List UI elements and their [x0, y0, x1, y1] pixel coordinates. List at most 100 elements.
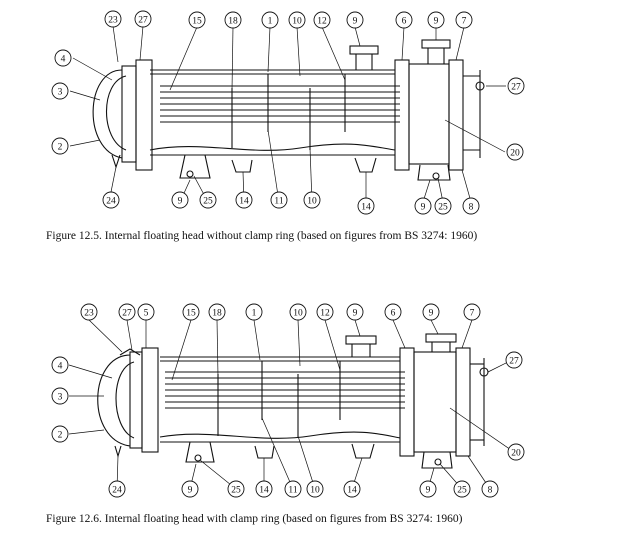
fig-12-6-callout-label-8: 8	[488, 485, 493, 495]
fig-12-5-callout-label-27: 27	[511, 82, 521, 92]
fig-12-5-callout-label-10: 10	[292, 16, 302, 26]
fig-12-6-callout-label-3: 3	[58, 392, 63, 402]
fig-12-5-callout-label-7: 7	[462, 16, 467, 26]
fig-12-6-callout-circle-7	[463, 303, 481, 321]
fig-12-6-callout-circle-8	[481, 480, 499, 498]
fig-12-6-callout-label-12: 12	[320, 308, 330, 318]
fig-12-6-callout-circle-9	[346, 303, 364, 321]
fig-12-6-callout-label-9: 9	[188, 485, 193, 495]
fig-12-6-callout-label-27: 27	[509, 356, 519, 366]
fig-12-5-callout-circle-23	[104, 10, 122, 28]
fig-12-5-callout-circle-25	[434, 197, 452, 215]
fig-12-5-callout-circle-9	[346, 11, 364, 29]
fig-12-5-callout-circle-11	[270, 191, 288, 209]
fig-12-6-callout-circle-15	[182, 303, 200, 321]
fig-12-5-callout-label-1: 1	[268, 16, 273, 26]
fig-12-5-callout-label-9: 9	[421, 202, 426, 212]
fig-12-6-callout-circle-20	[507, 443, 525, 461]
fig-12-5-callout-circle-18	[224, 11, 242, 29]
fig-12-5-callout-label-25: 25	[438, 202, 448, 212]
fig-12-6-callout-circle-1	[245, 303, 263, 321]
fig-12-5-callout-circle-7	[455, 11, 473, 29]
fig-12-5-callout-circle-25	[199, 191, 217, 209]
figure-12-5-drawing	[69, 25, 506, 203]
fig-12-5-callout-label-3: 3	[58, 87, 63, 97]
fig-12-6-callout-label-9: 9	[353, 308, 358, 318]
fig-12-5-callout-label-14: 14	[239, 196, 249, 206]
fig-12-5-callout-label-14: 14	[361, 202, 371, 212]
fig-12-5-callout-circle-12	[313, 11, 331, 29]
fig-12-5-callout-circle-10	[288, 11, 306, 29]
fig-12-6-callout-circle-2	[51, 425, 69, 443]
fig-12-6-callout-circle-14	[343, 480, 361, 498]
figure-12-6-caption: Figure 12.6. Internal floating head with…	[46, 513, 463, 525]
fig-12-6-callout-circle-12	[316, 303, 334, 321]
fig-12-5-callout-circle-10	[303, 191, 321, 209]
fig-12-6-callout-circle-5	[137, 303, 155, 321]
fig-12-6-callout-label-18: 18	[212, 308, 222, 318]
fig-12-6-callout-label-25: 25	[231, 485, 241, 495]
fig-12-5-callout-circle-27	[134, 10, 152, 28]
fig-12-5-callout-circle-9	[171, 191, 189, 209]
fig-12-6-callout-circle-6	[384, 303, 402, 321]
fig-12-6-callout-label-4: 4	[58, 361, 63, 371]
fig-12-5-callout-label-8: 8	[469, 202, 474, 212]
fig-12-5-callout-circle-14	[235, 191, 253, 209]
fig-12-6-callout-label-5: 5	[144, 308, 149, 318]
fig-12-6-callout-circle-4	[51, 356, 69, 374]
fig-12-6-callout-circle-25	[227, 480, 245, 498]
fig-12-6-callout-circle-24	[108, 480, 126, 498]
fig-12-6-callout-label-2: 2	[58, 430, 63, 440]
fig-12-6-callout-label-9: 9	[426, 485, 431, 495]
fig-12-5-callout-circle-9	[427, 11, 445, 29]
leader-lines	[69, 25, 506, 203]
fig-12-6-callout-circle-27	[505, 351, 523, 369]
fig-12-5-callout-label-9: 9	[178, 196, 183, 206]
fig-12-5-callout-circle-14	[357, 197, 375, 215]
fig-12-5-callout-circle-9	[414, 197, 432, 215]
fig-12-6-callout-label-25: 25	[457, 485, 467, 495]
fig-12-5-callout-circle-27	[507, 77, 525, 95]
fig-12-6-callout-circle-27	[118, 303, 136, 321]
fig-12-5-callout-circle-15	[188, 11, 206, 29]
fig-12-6-callout-label-24: 24	[112, 485, 122, 495]
fig-12-6-callout-label-27: 27	[122, 308, 132, 318]
fig-12-5-callout-label-10: 10	[307, 196, 317, 206]
fig-12-5-callout-label-2: 2	[58, 142, 63, 152]
fig-12-6-callout-label-14: 14	[347, 485, 357, 495]
fig-12-6-callout-label-14: 14	[259, 485, 269, 495]
fig-12-5-callout-circle-4	[54, 49, 72, 67]
fig-12-5-callout-label-9: 9	[353, 16, 358, 26]
fig-12-5-callout-circle-6	[395, 11, 413, 29]
fig-12-6-callout-circle-23	[80, 303, 98, 321]
fig-12-6-callout-label-9: 9	[429, 308, 434, 318]
fig-12-5-callout-label-20: 20	[510, 148, 520, 158]
fig-12-5-callout-label-25: 25	[203, 196, 213, 206]
fig-12-6-callout-circle-10	[306, 480, 324, 498]
fig-12-5-callout-circle-3	[51, 82, 69, 100]
fig-12-5-callout-label-24: 24	[106, 196, 116, 206]
fig-12-5-callout-circle-24	[102, 191, 120, 209]
fig-12-6-callout-label-10: 10	[293, 308, 303, 318]
fig-12-5-callout-label-15: 15	[192, 16, 202, 26]
fig-12-5-callout-circle-8	[462, 197, 480, 215]
fig-12-5-callout-label-18: 18	[228, 16, 238, 26]
fig-12-5-callout-label-23: 23	[108, 15, 118, 25]
shell-body	[149, 69, 400, 156]
fig-12-5-callout-label-4: 4	[61, 54, 66, 64]
fig-12-6-callout-label-23: 23	[84, 308, 94, 318]
fig-12-6-callout-label-11: 11	[288, 485, 297, 495]
fig-12-5-callout-label-27: 27	[138, 15, 148, 25]
fig-12-5-callout-label-12: 12	[317, 16, 327, 26]
fig-12-5-callout-circle-2	[51, 137, 69, 155]
channel-assembly	[345, 333, 489, 457]
fig-12-6-callout-circle-25	[453, 480, 471, 498]
fig-12-5-callout-label-9: 9	[434, 16, 439, 26]
shell-body	[159, 356, 405, 443]
fig-12-6-callout-circle-11	[284, 480, 302, 498]
floating-head-cover	[97, 347, 159, 458]
fig-12-6-callout-circle-3	[51, 387, 69, 405]
